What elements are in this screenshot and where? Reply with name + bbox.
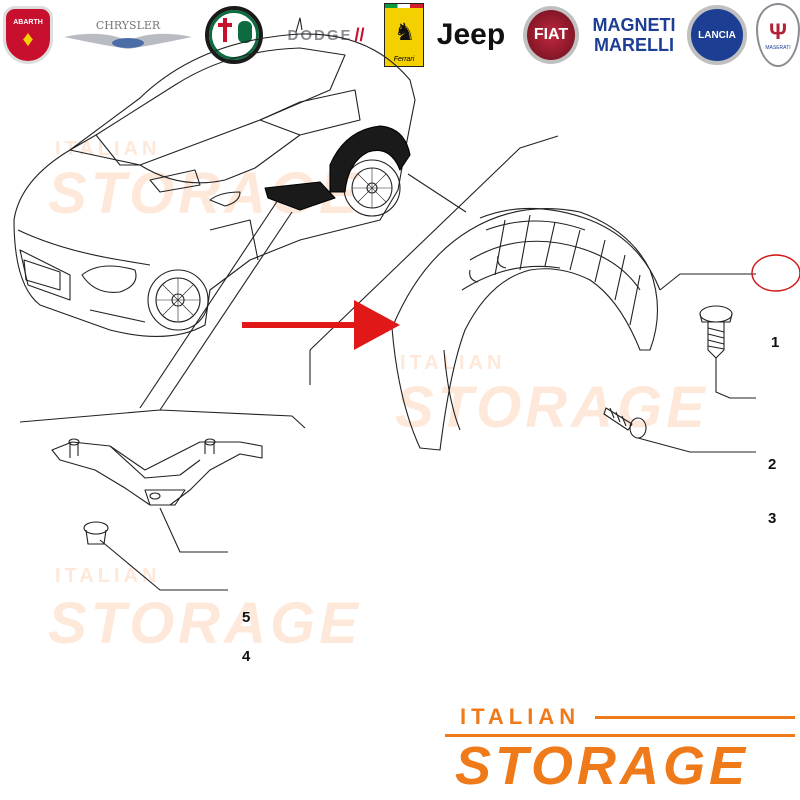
logo-storage-text: STORAGE (455, 736, 750, 796)
maserati-logo-icon: Ψ MASERATI (756, 3, 800, 67)
watermark-italian: ITALIAN (400, 352, 506, 374)
logo-rule-top (595, 716, 795, 719)
clip-part-4 (83, 521, 109, 545)
brand-label: MASERATI (765, 45, 791, 51)
callout-4: 4 (242, 648, 251, 665)
brand-label: Ferrari (393, 56, 415, 63)
brand-label: MAGNETI MARELLI (592, 15, 676, 55)
fiat-logo-icon: FIAT (522, 4, 580, 66)
lancia-logo-icon: LANCIA (686, 4, 748, 66)
watermark-storage: STORAGE (48, 591, 362, 656)
brand-label: LANCIA (698, 29, 736, 41)
magneti-marelli-logo-icon: MAGNETI MARELLI (588, 4, 680, 66)
screw-part-3 (603, 407, 647, 439)
callout-3: 3 (768, 510, 777, 527)
callout-1: 1 (771, 334, 780, 351)
brand-logo-bar: ABARTH ♦ CHRYSLER DODGE // ♞ Ferrari (0, 0, 800, 70)
wheel-arch-liner (391, 207, 661, 451)
bracket-part-5 (51, 438, 263, 506)
jeep-logo-icon: Jeep (428, 4, 514, 66)
brand-label: Jeep (436, 18, 506, 51)
red-arrow-icon (242, 300, 400, 350)
brand-label: CHRYSLER (96, 19, 161, 32)
car-liner-highlight (264, 125, 411, 211)
ferrari-logo-icon: ♞ Ferrari (384, 3, 424, 67)
brand-label: ABARTH (13, 18, 43, 26)
callout-highlight-circle (751, 254, 800, 292)
car-illustration (13, 17, 416, 337)
screw-part-2 (699, 305, 733, 359)
parts-diagram (13, 17, 800, 591)
watermark-italian: ITALIAN (55, 565, 161, 587)
dodge-logo-icon: DODGE // (287, 24, 365, 45)
logo-italian-text: ITALIAN (460, 704, 581, 729)
callout-2: 2 (768, 456, 777, 473)
brand-label: DODGE (287, 26, 353, 44)
chrysler-logo-icon: CHRYSLER (62, 4, 194, 66)
abarth-logo-icon: ABARTH ♦ (2, 4, 54, 66)
callout-5: 5 (242, 609, 251, 626)
brand-label: FIAT (533, 26, 569, 43)
logo-rule-mid (445, 734, 795, 737)
